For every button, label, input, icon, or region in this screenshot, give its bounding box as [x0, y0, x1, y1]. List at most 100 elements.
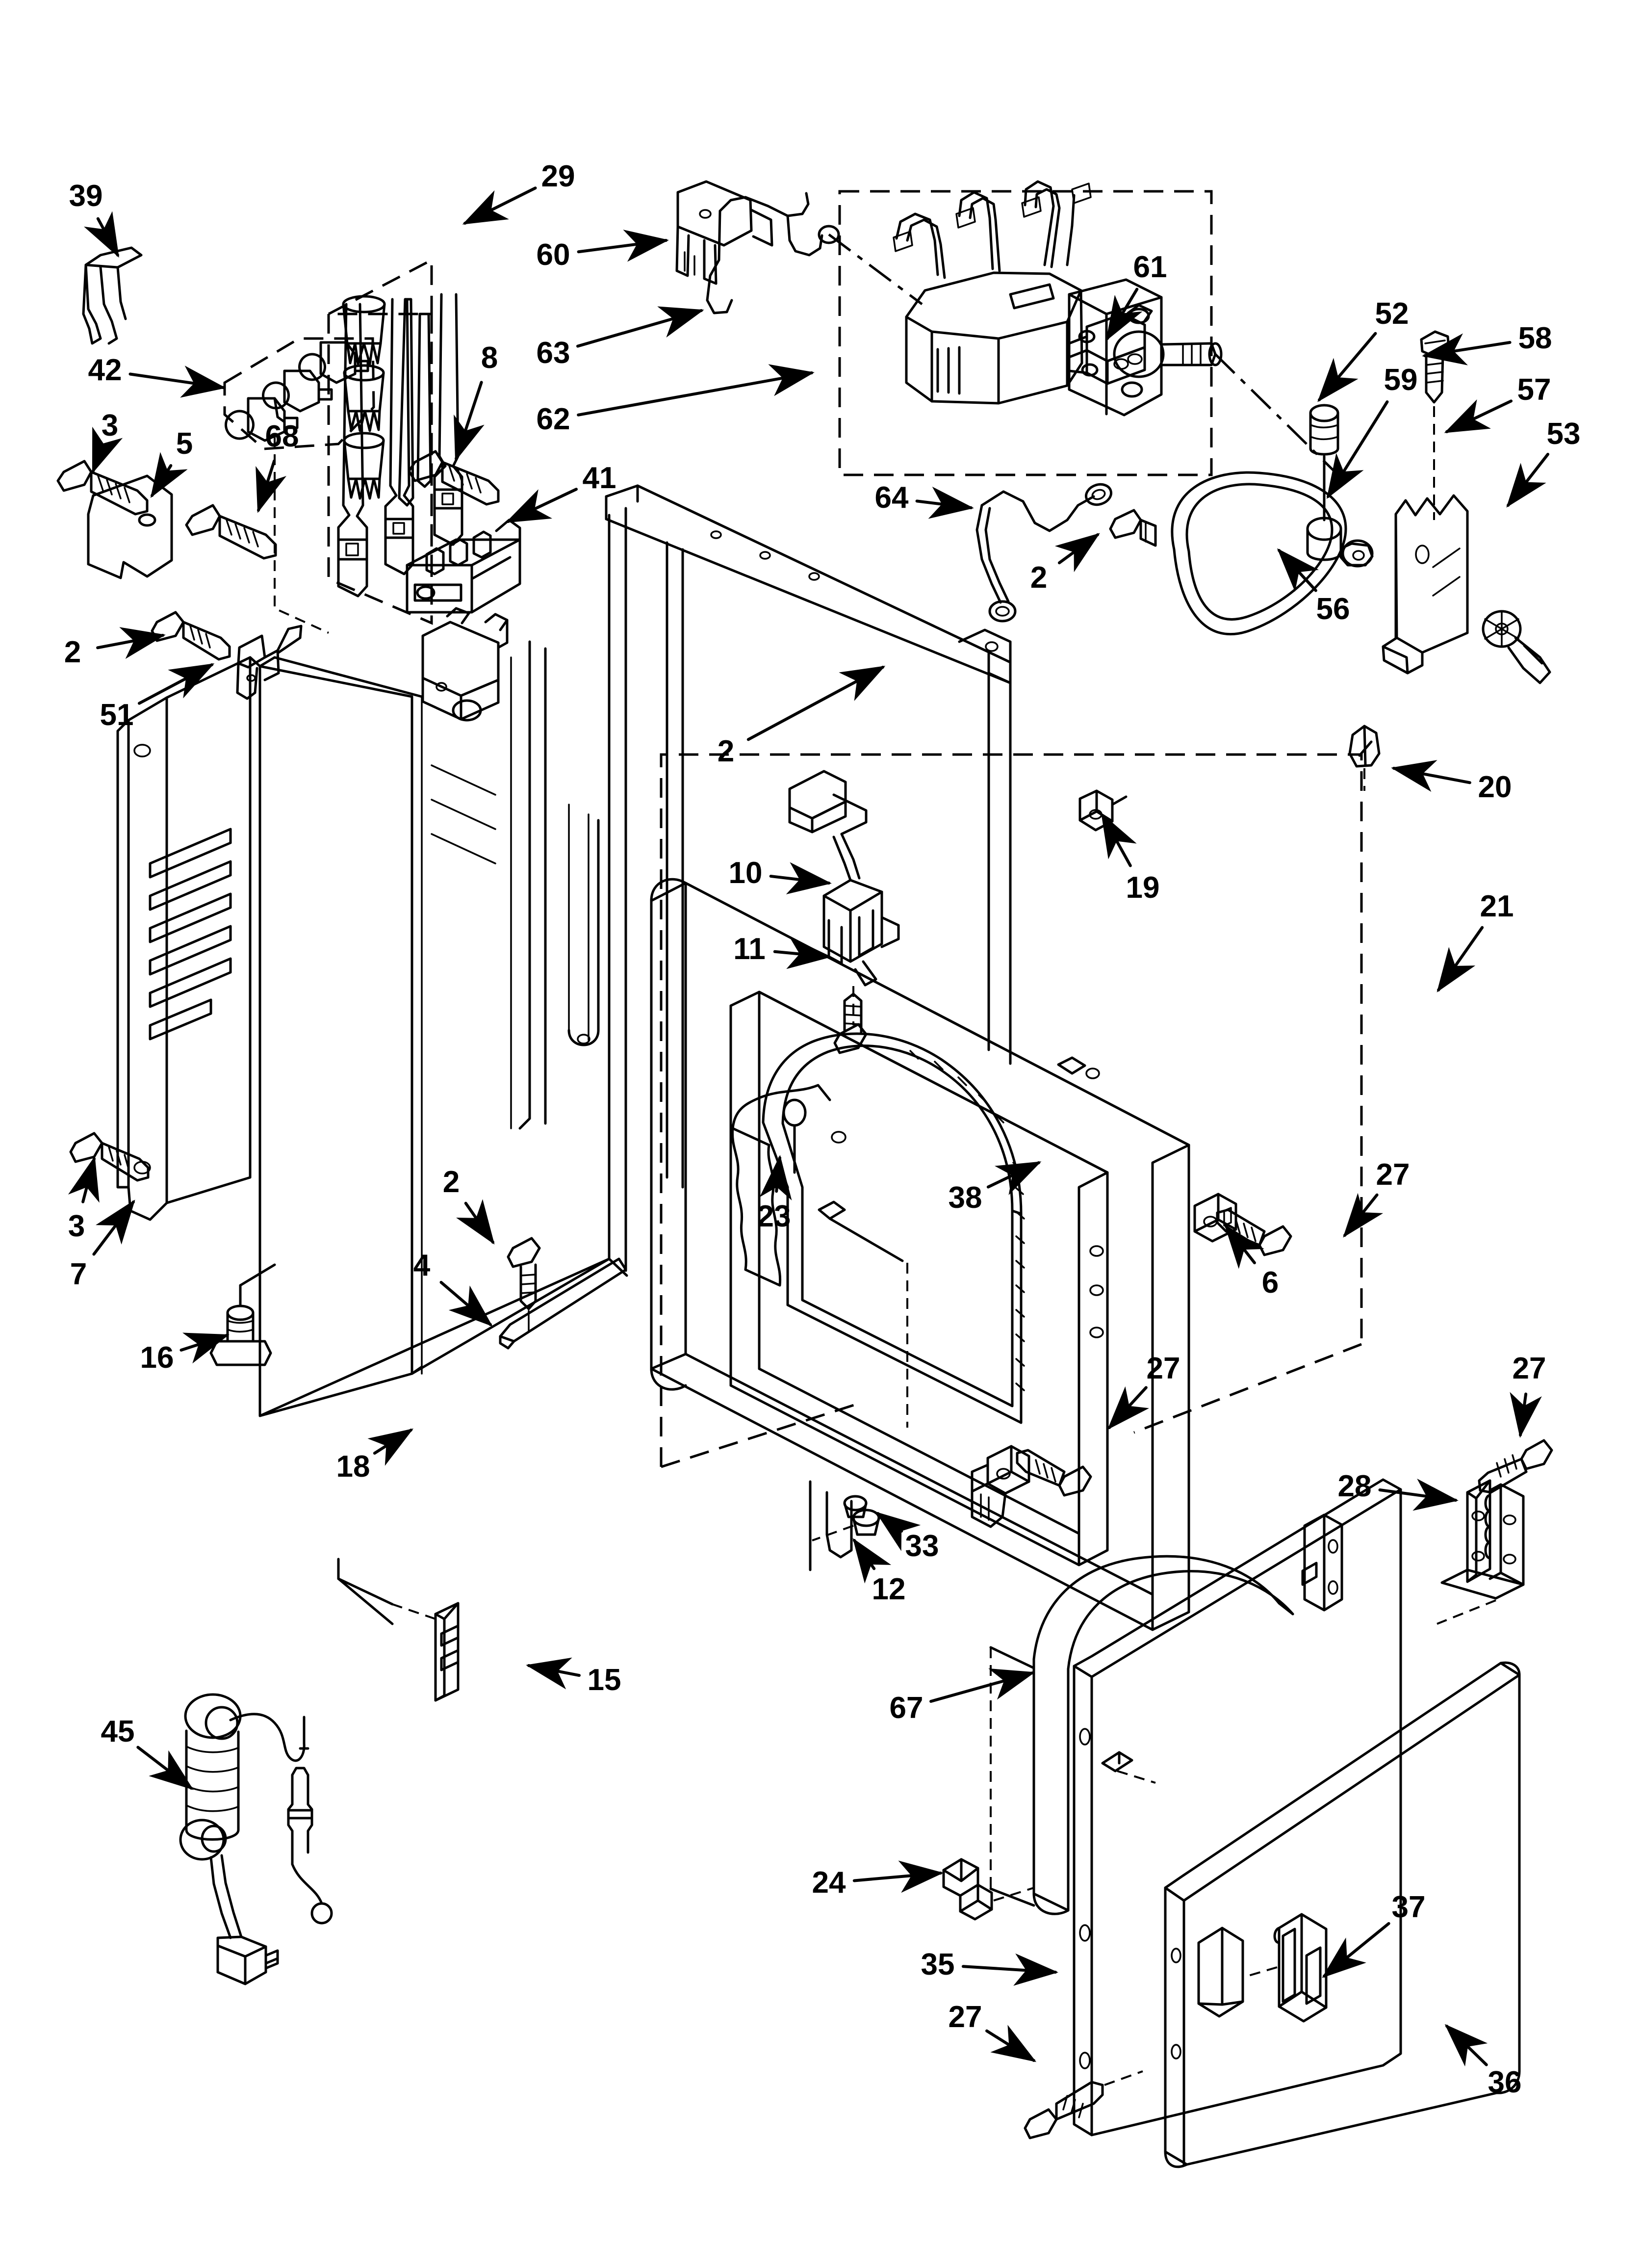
leader-53 — [1506, 453, 1550, 508]
leader-18 — [367, 1428, 414, 1466]
leader-39 — [83, 211, 119, 258]
leader-2 — [96, 627, 166, 659]
part-7-18-side-panel — [116, 656, 611, 1417]
callout-67-door-seal[interactable]: 67 — [889, 1691, 924, 1725]
leader-20 — [1391, 760, 1471, 792]
callout-23-front-bulkhead[interactable]: 23 — [757, 1199, 791, 1233]
part-lower-latch-catch — [971, 1445, 1030, 1528]
part-5-trim-bracket — [87, 474, 173, 579]
leader-42 — [128, 365, 226, 398]
part-60-bracket — [675, 180, 840, 314]
callout-15-strike-plate[interactable]: 15 — [587, 1663, 621, 1697]
callout-19-strike-retainer[interactable]: 19 — [1126, 871, 1160, 905]
callout-39-clip-retainer[interactable]: 39 — [69, 179, 103, 213]
leader-57 — [1444, 399, 1513, 433]
terminal-piece — [225, 397, 299, 442]
callout-4-brace-rod[interactable]: 4 — [413, 1249, 431, 1282]
part-11-screw — [833, 992, 868, 1054]
callout-38-drum-felt-seal[interactable]: 38 — [948, 1181, 982, 1215]
callout-52-motor-pulley-cap[interactable]: 52 — [1375, 297, 1409, 331]
callout-3-screw[interactable]: 3 — [68, 1209, 85, 1243]
leader-3 — [68, 1156, 100, 1203]
callout-57-idler-bracket[interactable]: 57 — [1517, 373, 1551, 407]
callout-37-door-handle[interactable]: 37 — [1391, 1890, 1426, 1924]
callout-27-screw[interactable]: 27 — [1512, 1352, 1546, 1385]
leader-58 — [1422, 333, 1512, 365]
callout-8-screw[interactable]: 8 — [481, 341, 498, 375]
callout-41-terminal-block[interactable]: 41 — [582, 461, 616, 495]
seal-hatching — [909, 1050, 1025, 1391]
part-33-plug — [843, 1495, 868, 1518]
callout-62-drive-motor[interactable]: 62 — [536, 402, 570, 436]
callout-58-screw[interactable]: 58 — [1518, 321, 1552, 355]
callout-42-terminal-block-group[interactable]: 42 — [88, 353, 122, 387]
drive-motor — [893, 180, 1223, 417]
callout-56-drive-belt[interactable]: 56 — [1316, 592, 1350, 626]
leader-37 — [1322, 1922, 1390, 1978]
callout-7-side-panel-left[interactable]: 7 — [70, 1257, 87, 1291]
leader-64 — [915, 486, 974, 519]
screw — [408, 450, 500, 506]
callout-24-door-catch[interactable]: 24 — [812, 1866, 846, 1900]
screw — [56, 460, 149, 516]
part-56-drive-belt — [1171, 471, 1347, 635]
leader-63 — [576, 306, 704, 348]
callout-18-side-panel-left-lower[interactable]: 18 — [336, 1450, 370, 1484]
screw — [1109, 509, 1157, 547]
callout-2-screw[interactable]: 2 — [64, 635, 81, 669]
callout-51-top-clip[interactable]: 51 — [100, 698, 134, 732]
part-21-front-panel-outline — [660, 753, 1363, 1468]
front-panel — [650, 878, 1190, 1631]
callout-53-idler-lever[interactable]: 53 — [1546, 417, 1581, 451]
part-24-door-catch — [942, 1858, 1034, 1921]
leader-27 — [1343, 1193, 1384, 1238]
callout-12-plug-button[interactable]: 12 — [872, 1572, 906, 1606]
terminal-piece — [262, 369, 333, 413]
callout-27-screw[interactable]: 27 — [948, 2000, 982, 2034]
callout-28-door-hinge[interactable]: 28 — [1337, 1469, 1372, 1503]
callout-5-side-trim-bracket[interactable]: 5 — [176, 427, 193, 461]
coil-spools — [342, 295, 386, 500]
part-52-59-idler — [1306, 404, 1374, 568]
leader-6 — [1224, 1224, 1264, 1269]
callout-10-door-switch[interactable]: 10 — [728, 856, 763, 890]
callout-36-door-outer-panel[interactable]: 36 — [1488, 2065, 1522, 2099]
leader-52 — [1317, 332, 1377, 402]
callout-29-console-harness-group[interactable]: 29 — [541, 159, 575, 193]
callout-6-latch-catch[interactable]: 6 — [1261, 1266, 1279, 1300]
leader-33 — [875, 1512, 921, 1551]
callout-27-screw[interactable]: 27 — [1376, 1158, 1410, 1192]
callout-11-screw[interactable]: 11 — [733, 932, 766, 966]
part-41-terminal-block — [406, 519, 521, 614]
callout-35-door-inner-panel[interactable]: 35 — [921, 1948, 955, 1981]
callout-2-screw[interactable]: 2 — [442, 1165, 460, 1199]
screw-27-bottom — [1024, 2070, 1143, 2139]
callout-33-door-catch-plug[interactable]: 33 — [905, 1529, 939, 1563]
callout-68-screw[interactable]: 68 — [265, 419, 299, 453]
leader-29 — [462, 186, 537, 225]
part-64-ground-wire — [975, 483, 1112, 623]
leader-8 — [454, 381, 485, 462]
callout-2-screw[interactable]: 2 — [1030, 561, 1048, 595]
callout-45-heater-coil-harness[interactable]: 45 — [101, 1715, 135, 1748]
leader-23 — [759, 1155, 792, 1200]
callout-61-motor-switch[interactable]: 61 — [1133, 250, 1167, 284]
callout-2-screw[interactable]: 2 — [717, 734, 735, 768]
callout-60-bracket-mount[interactable]: 60 — [536, 238, 570, 272]
part-16-leveling-leg — [209, 1263, 276, 1366]
callout-27-screw[interactable]: 27 — [1146, 1352, 1180, 1385]
screw — [507, 1237, 541, 1332]
part-35-door-inner-panel — [1073, 1478, 1402, 2137]
callout-59-idler-pulley[interactable]: 59 — [1384, 363, 1418, 397]
leader-51 — [137, 663, 215, 705]
callout-3-screw[interactable]: 3 — [101, 409, 119, 443]
callout-21-front-panel-assembly[interactable]: 21 — [1480, 889, 1514, 923]
callout-63-harness-clip[interactable]: 63 — [536, 336, 570, 370]
leader-21 — [1437, 926, 1484, 992]
callout-16-leveling-leg[interactable]: 16 — [140, 1341, 174, 1375]
leader-56 — [1277, 548, 1319, 592]
callout-64-ground-wire[interactable]: 64 — [874, 481, 909, 515]
part-20-door-strike — [1348, 725, 1381, 791]
part-53-idler-lever — [1482, 610, 1551, 684]
callout-20-door-strike[interactable]: 20 — [1478, 770, 1512, 804]
